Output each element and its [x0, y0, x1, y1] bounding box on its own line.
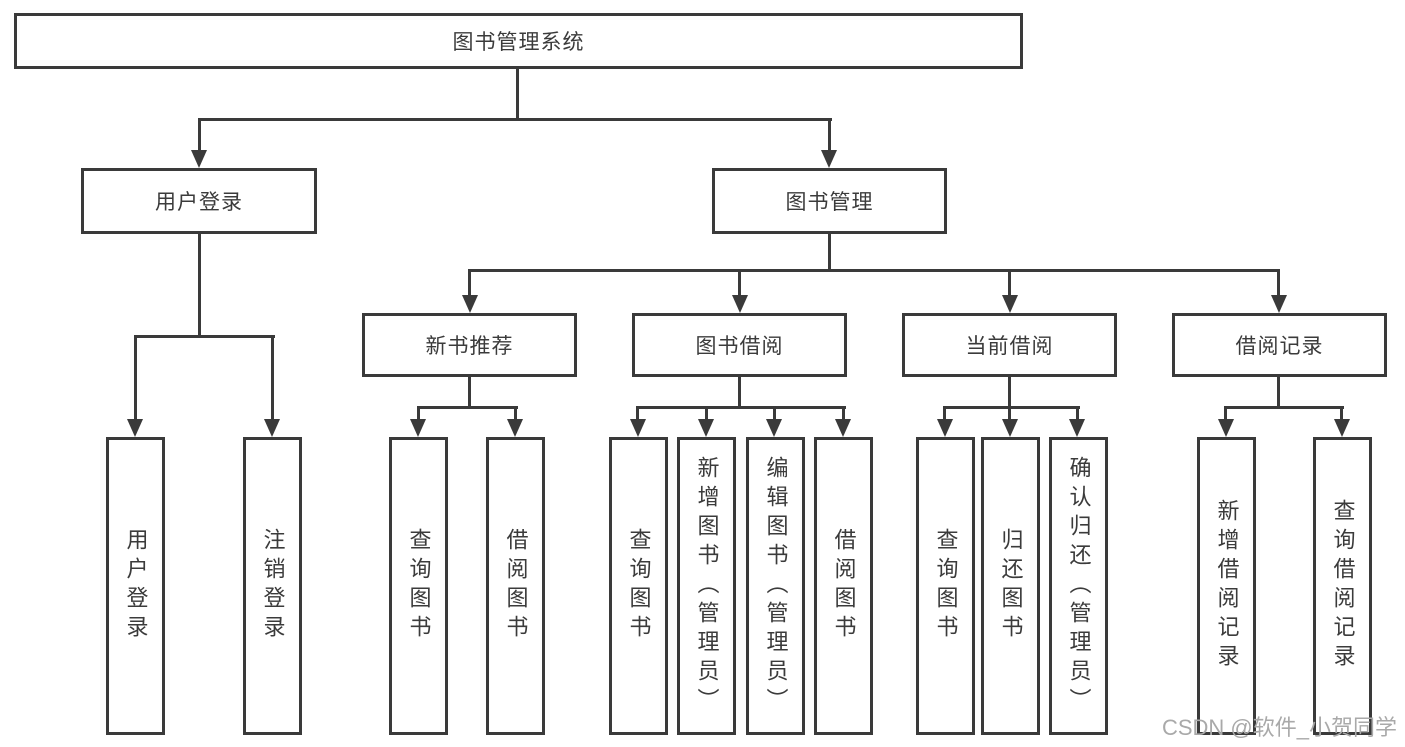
connector-vline: [943, 406, 946, 421]
connector-vline: [198, 233, 201, 338]
arrowhead-icon: [1069, 419, 1085, 437]
arrowhead-icon: [732, 295, 748, 313]
leaf-query-books-recommend-label: 查询图书: [406, 528, 432, 644]
node-book-borrowing: 图书借阅: [632, 313, 847, 377]
leaf-user-login-label: 用户登录: [123, 528, 149, 644]
leaf-confirm-return-admin: 确认归还（管理员）: [1049, 437, 1108, 735]
connector-hline: [636, 406, 846, 409]
leaf-edit-books-admin-label: 编辑图书（管理员）: [763, 455, 789, 717]
leaf-borrow-books-label: 借阅图书: [831, 528, 857, 644]
connector-vline: [1224, 406, 1227, 421]
connector-vline: [1277, 269, 1280, 297]
arrowhead-icon: [766, 419, 782, 437]
leaf-borrow-books: 借阅图书: [814, 437, 873, 735]
arrowhead-icon: [1002, 295, 1018, 313]
leaf-add-books-admin: 新增图书（管理员）: [677, 437, 736, 735]
node-new-book-recommend: 新书推荐: [362, 313, 577, 377]
connector-vline: [1008, 406, 1011, 421]
leaf-logout-label: 注销登录: [260, 528, 286, 644]
arrowhead-icon: [1271, 295, 1287, 313]
leaf-return-books: 归还图书: [981, 437, 1040, 735]
connector-vline: [842, 406, 845, 421]
node-borrowing-records: 借阅记录: [1172, 313, 1387, 377]
node-library-system: 图书管理系统: [14, 13, 1023, 69]
connector-vline: [705, 406, 708, 421]
arrowhead-icon: [698, 419, 714, 437]
node-borrowing-records-label: 借阅记录: [1235, 335, 1324, 358]
node-user-login: 用户登录: [81, 168, 317, 234]
connector-vline: [828, 118, 831, 152]
connector-vline: [514, 406, 517, 421]
connector-vline: [134, 335, 137, 421]
connector-vline: [468, 377, 471, 409]
arrowhead-icon: [630, 419, 646, 437]
arrowhead-icon: [507, 419, 523, 437]
leaf-add-books-admin-label: 新增图书（管理员）: [694, 455, 720, 717]
node-library-system-label: 图书管理系统: [452, 31, 585, 54]
leaf-query-books-recommend: 查询图书: [389, 437, 448, 735]
connector-vline: [1008, 269, 1011, 297]
connector-hline: [417, 406, 518, 409]
connector-vline: [468, 269, 471, 297]
leaf-confirm-return-admin-label: 确认归还（管理员）: [1066, 455, 1092, 717]
leaf-logout: 注销登录: [243, 437, 302, 735]
connector-vline: [1340, 406, 1343, 421]
connector-vline: [417, 406, 420, 421]
connector-hline: [134, 335, 275, 338]
connector-vline: [1076, 406, 1079, 421]
arrowhead-icon: [1334, 419, 1350, 437]
arrowhead-icon: [821, 150, 837, 168]
node-user-login-label: 用户登录: [155, 191, 243, 214]
leaf-query-books-current: 查询图书: [916, 437, 975, 735]
connector-vline: [773, 406, 776, 421]
arrowhead-icon: [835, 419, 851, 437]
connector-vline: [1008, 377, 1011, 409]
arrowhead-icon: [462, 295, 478, 313]
arrowhead-icon: [1002, 419, 1018, 437]
connector-vline: [828, 233, 831, 272]
leaf-add-borrow-record: 新增借阅记录: [1197, 437, 1256, 735]
leaf-add-borrow-record-label: 新增借阅记录: [1214, 499, 1240, 673]
connector-vline: [271, 335, 274, 421]
arrowhead-icon: [410, 419, 426, 437]
connector-vline: [738, 269, 741, 297]
arrowhead-icon: [127, 419, 143, 437]
connector-vline: [738, 377, 741, 409]
connector-vline: [1277, 377, 1280, 409]
connector-hline: [198, 118, 832, 121]
leaf-query-books-current-label: 查询图书: [933, 528, 959, 644]
connector-hline: [468, 269, 1280, 272]
connector-hline: [1224, 406, 1344, 409]
node-book-management: 图书管理: [712, 168, 947, 234]
leaf-borrow-books-recommend-label: 借阅图书: [503, 528, 529, 644]
arrowhead-icon: [937, 419, 953, 437]
leaf-borrow-books-recommend: 借阅图书: [486, 437, 545, 735]
node-current-borrowing: 当前借阅: [902, 313, 1117, 377]
connector-vline: [198, 118, 201, 152]
arrowhead-icon: [1218, 419, 1234, 437]
leaf-user-login: 用户登录: [106, 437, 165, 735]
leaf-query-borrow-record-label: 查询借阅记录: [1330, 499, 1356, 673]
node-current-borrowing-label: 当前借阅: [965, 335, 1054, 358]
connector-vline: [636, 406, 639, 421]
leaf-query-books-borrowing: 查询图书: [609, 437, 668, 735]
leaf-return-books-label: 归还图书: [998, 528, 1024, 644]
leaf-query-books-borrowing-label: 查询图书: [626, 528, 652, 644]
node-book-borrowing-label: 图书借阅: [695, 335, 784, 358]
csdn-watermark: CSDN @软件_小贺同学: [1161, 715, 1397, 740]
arrowhead-icon: [264, 419, 280, 437]
arrowhead-icon: [191, 150, 207, 168]
leaf-query-borrow-record: 查询借阅记录: [1313, 437, 1372, 735]
node-new-book-recommend-label: 新书推荐: [425, 335, 514, 358]
leaf-edit-books-admin: 编辑图书（管理员）: [746, 437, 805, 735]
node-book-management-label: 图书管理: [785, 191, 874, 214]
connector-vline: [516, 68, 519, 121]
connector-hline: [943, 406, 1080, 409]
